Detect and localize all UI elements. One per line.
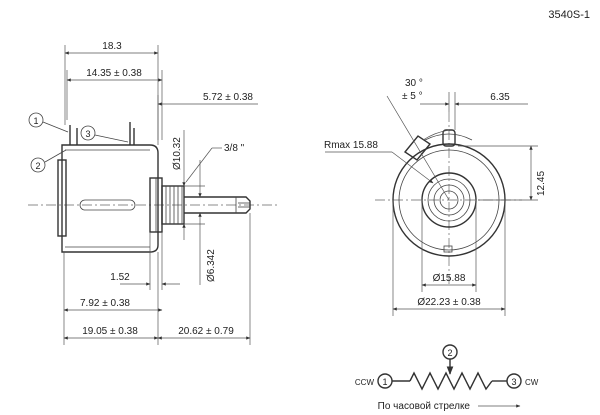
terminals: 1 2 3 bbox=[28, 112, 135, 173]
dim-pin-offset: 6.35 bbox=[490, 92, 510, 103]
terminal-3-marker bbox=[80, 125, 96, 141]
terminal-1-marker bbox=[28, 112, 44, 128]
document-code: 3540S-1 bbox=[548, 9, 590, 21]
cw-label: CW bbox=[525, 378, 539, 387]
terminal-3-label: 3 bbox=[85, 129, 90, 139]
dim-inner-dia: Ø15.88 bbox=[433, 273, 466, 284]
dim-angle: 30 ° bbox=[405, 78, 423, 89]
dim-outer-dia: Ø22.23 ± 0.38 bbox=[417, 297, 481, 308]
schematic-caption: По часовой стрелке bbox=[378, 401, 471, 412]
dim-shaft-dia: Ø6.342 bbox=[206, 249, 217, 282]
schematic: CCW 1 3 CW 2 По часовой стрелке bbox=[355, 344, 539, 412]
dim-angle-tol: ± 5 ° bbox=[402, 91, 423, 102]
side-view: 1 2 3 bbox=[28, 41, 278, 345]
schematic-terminal-1-label: 1 bbox=[382, 377, 387, 387]
body-outline bbox=[57, 144, 163, 253]
schematic-terminal-3-label: 3 bbox=[511, 377, 516, 387]
dim-terminal-offset: 14.35 ± 0.38 bbox=[86, 68, 142, 79]
dim-flange: 1.52 bbox=[110, 272, 130, 283]
schematic-terminal-2-label: 2 bbox=[447, 348, 452, 358]
dim-total-depth: 18.3 bbox=[102, 41, 122, 52]
dim-bushing-dia: Ø10.32 bbox=[172, 137, 183, 170]
dim-shaft-length: 20.62 ± 0.79 bbox=[178, 326, 234, 337]
dim-height: 12.45 bbox=[536, 171, 547, 196]
dim-body-length: 19.05 ± 0.38 bbox=[82, 326, 138, 337]
bushing bbox=[161, 185, 185, 225]
dim-body-to-mount: 7.92 ± 0.38 bbox=[80, 298, 130, 309]
dim-radius: Rmax 15.88 bbox=[324, 140, 378, 151]
shaft bbox=[184, 196, 251, 214]
resistor-zigzag bbox=[409, 371, 493, 391]
terminal-2-label: 2 bbox=[35, 161, 40, 171]
ccw-label: CCW bbox=[355, 378, 375, 387]
terminal-2-marker bbox=[30, 157, 46, 173]
front-view: 30 ° ± 5 ° 6.35 Rmax 15.88 12.45 Ø15.88 … bbox=[324, 78, 547, 316]
schematic-terminal-3 bbox=[506, 373, 522, 389]
dim-thread: 3/8 " bbox=[224, 143, 245, 154]
terminal-1-label: 1 bbox=[33, 116, 38, 126]
dim-front-offset: 5.72 ± 0.38 bbox=[203, 92, 253, 103]
